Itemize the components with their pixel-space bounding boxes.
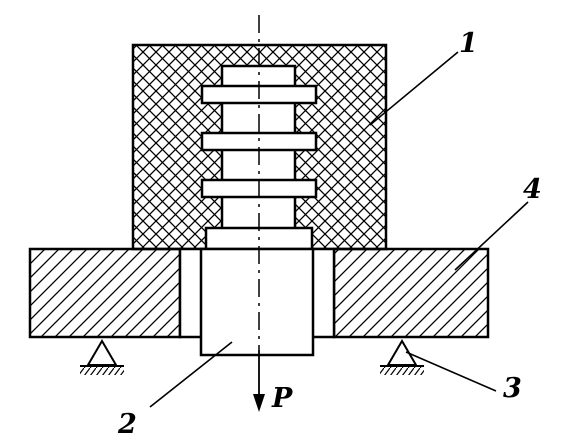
label-force-p: P bbox=[271, 383, 293, 414]
plunger bbox=[199, 247, 315, 357]
force-arrow bbox=[253, 350, 265, 412]
label-1: 1 bbox=[459, 28, 478, 59]
label-4: 4 bbox=[523, 174, 542, 205]
leader-lines bbox=[149, 51, 529, 408]
label-2: 2 bbox=[117, 409, 137, 440]
support-right bbox=[380, 339, 424, 375]
support-left bbox=[80, 339, 124, 375]
label-3: 3 bbox=[503, 373, 522, 404]
